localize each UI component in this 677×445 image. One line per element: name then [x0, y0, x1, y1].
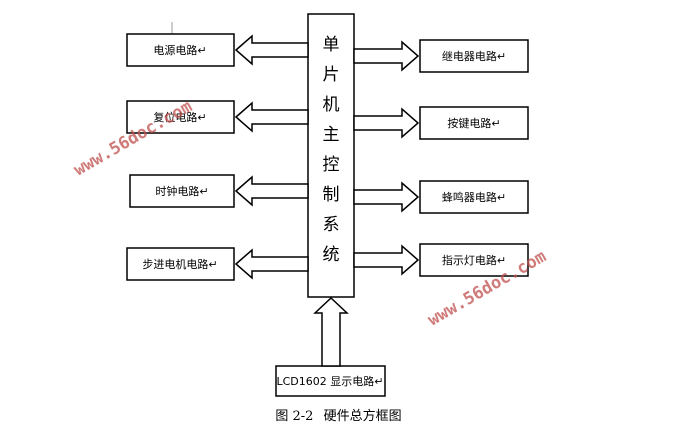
mcu-label-char: 控 — [323, 155, 340, 175]
stepper-motor-circuit-label: 步进电机电路↵ — [142, 257, 217, 271]
buzzer-circuit-label: 蜂鸣器电路↵ — [442, 190, 506, 204]
lcd-display-circuit-label: LCD1602 显示电路↵ — [277, 375, 384, 388]
arrow-to-clock — [234, 175, 309, 207]
stepper-motor-circuit-box — [126, 247, 235, 281]
key-circuit-box — [419, 106, 529, 140]
indicator-light-circuit-box — [419, 243, 529, 277]
buzzer-circuit-box — [419, 180, 529, 214]
mcu-label-char: 单 — [323, 35, 340, 55]
mcu-label-char: 统 — [323, 245, 340, 265]
figure-caption: 图 2-2 硬件总方框图 — [0, 405, 677, 424]
clock-circuit-box — [129, 174, 235, 208]
key-circuit-label: 按键电路↵ — [447, 116, 500, 130]
arrow-to-indicator — [353, 244, 420, 276]
arrow-to-relay — [353, 40, 420, 72]
clock-circuit-label: 时钟电路↵ — [155, 184, 208, 198]
mcu-label-char: 主 — [323, 125, 340, 145]
arrow-from-lcd — [313, 296, 349, 367]
arrow-to-key — [353, 107, 420, 139]
mcu-label-char: 机 — [323, 95, 340, 115]
indicator-light-circuit-label: 指示灯电路↵ — [442, 253, 506, 267]
arrow-to-reset — [234, 101, 309, 133]
arrow-to-stepper — [234, 248, 309, 280]
relay-circuit-label: 继电器电路↵ — [442, 50, 506, 63]
relay-circuit-box — [419, 39, 529, 73]
figure-title: 硬件总方框图 — [323, 409, 402, 424]
figure-number: 图 2-2 — [275, 409, 314, 424]
power-circuit-label: 电源电路↵ — [153, 43, 206, 57]
reset-circuit-label: 复位电路↵ — [153, 110, 206, 124]
mcu-label-char: 片 — [323, 65, 340, 85]
mcu-label-char: 制 — [323, 185, 340, 205]
lcd-display-circuit-box — [275, 365, 386, 397]
reset-circuit-box — [126, 100, 235, 134]
arrow-to-buzzer — [353, 181, 420, 213]
mcu-label-char: 系 — [323, 215, 340, 235]
arrow-to-power — [234, 34, 309, 66]
power-circuit-box — [126, 33, 235, 67]
